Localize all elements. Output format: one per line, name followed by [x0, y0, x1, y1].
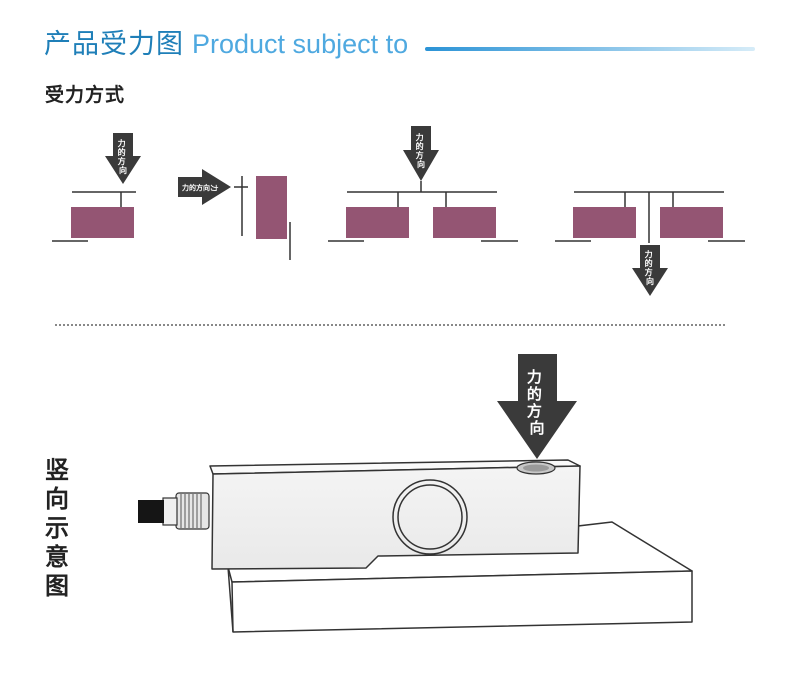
section-divider — [55, 324, 725, 326]
connector-collar — [162, 497, 178, 526]
mode-2-arrow-label: 力 — [210, 185, 219, 192]
mode-2-arrow-label-horizontal: 力的方向 — [182, 183, 210, 192]
mode-4-double-bottom: 力 的 方 向 — [555, 191, 745, 296]
mode-3-arrow — [403, 126, 439, 181]
load-cell-beam — [211, 465, 581, 570]
mode-2-side: 力 力的方向 — [178, 169, 291, 260]
page-header: 产品受力图 Product subject to — [44, 22, 408, 61]
page-title-en: Product subject to — [192, 29, 409, 59]
mode-2-arrow — [178, 169, 231, 205]
mode-3-block-left — [346, 207, 409, 238]
force-modes-title: 受力方式 — [45, 84, 126, 106]
mode-3-block-right — [433, 207, 496, 238]
load-cell-illustration — [138, 459, 693, 633]
main-arrow-label: 力 的 方 向 — [527, 368, 547, 437]
mode-1-block — [71, 207, 134, 238]
header-underline — [425, 47, 755, 51]
mode-3-double-top: 力 的 方 向 — [328, 126, 518, 242]
sensing-hole-inner — [397, 484, 463, 550]
sensing-hole-outer — [392, 479, 468, 555]
base-plate-front — [231, 570, 693, 633]
cable-plug — [138, 500, 164, 523]
mode-3-arrow-label: 力 的 方 向 — [416, 132, 427, 169]
vertical-diagram-title: 竖 向 示 意 图 — [45, 456, 69, 600]
main-force-arrow: 力 的 方 向 — [497, 354, 577, 459]
mode-1-arrow-label: 力 的 方 向 — [118, 138, 129, 175]
mode-4-block-right — [660, 207, 723, 238]
page-title-cn: 产品受力图 — [44, 29, 184, 60]
mode-1-arrow — [105, 133, 141, 184]
mode-2-block — [256, 176, 287, 239]
mode-4-block-left — [573, 207, 636, 238]
mode-4-arrow-label: 力 的 方 向 — [645, 249, 656, 286]
mode-4-arrow — [632, 245, 668, 296]
mode-1-single-top: 力 的 方 向 — [52, 133, 141, 242]
